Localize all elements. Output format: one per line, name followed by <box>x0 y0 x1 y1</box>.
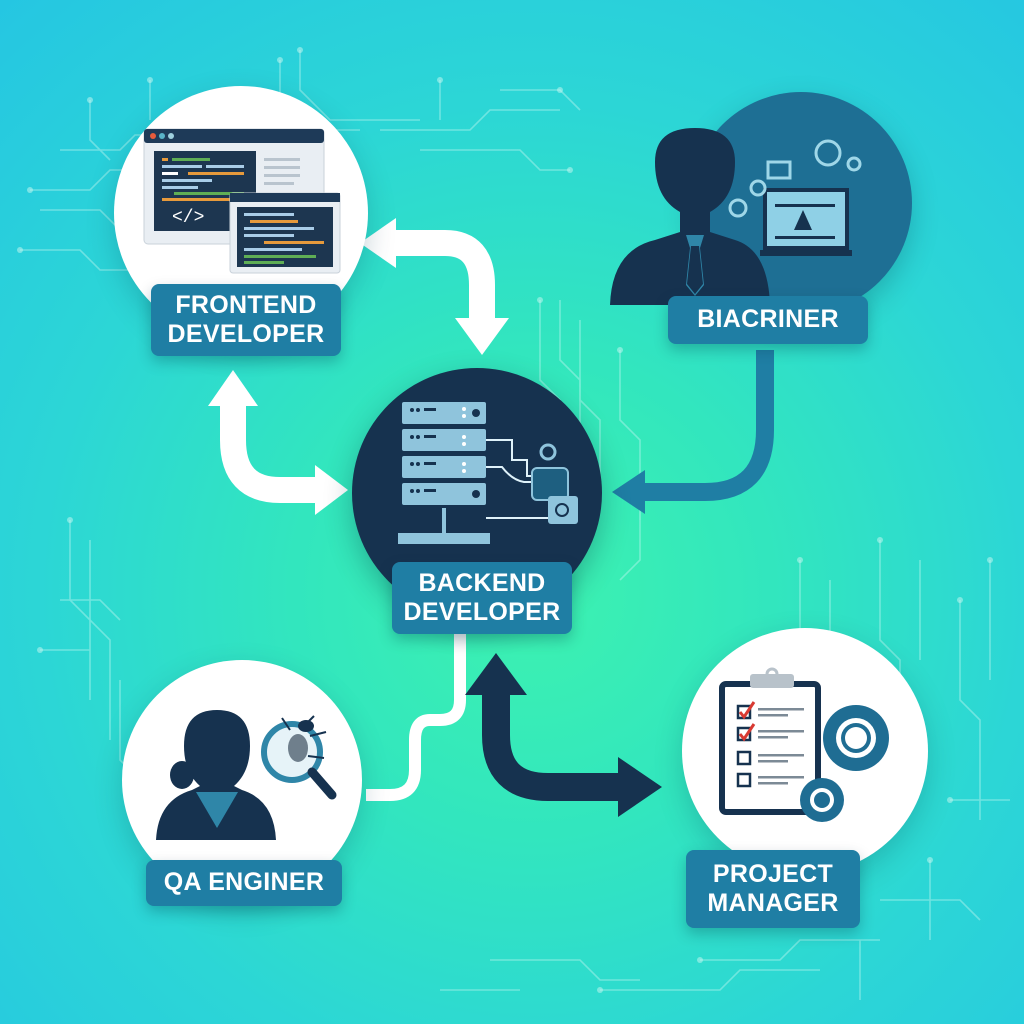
qa-engineer-label[interactable]: QA ENGINER <box>146 860 342 906</box>
woman-bug-magnifier-icon <box>156 710 337 840</box>
arrow-frontend-backend-upper <box>360 218 509 355</box>
designer-label[interactable]: BIACRINER <box>668 296 868 344</box>
frontend-label-line1: FRONTEND <box>175 290 317 319</box>
businessman-computer-icon <box>610 128 862 305</box>
pm-label-line2: MANAGER <box>707 889 839 917</box>
project-manager-label[interactable]: PROJECT MANAGER <box>686 850 860 928</box>
backend-label-line1: BACKEND <box>418 568 546 597</box>
arrow-backend-pm <box>465 653 662 817</box>
svg-text:</>: </> <box>172 208 204 228</box>
pm-node-circle <box>682 628 928 874</box>
frontend-label-line2: DEVELOPER <box>167 320 325 348</box>
designer-label-line1: BIACRINER <box>697 305 839 334</box>
server-rack-icon <box>398 402 578 544</box>
backend-label-line2: DEVELOPER <box>403 598 561 626</box>
line-backend-qa <box>366 630 466 801</box>
code-windows-icon: </> <box>143 128 341 274</box>
qa-label-line1: QA ENGINER <box>163 868 325 897</box>
pm-label-line1: PROJECT <box>712 859 834 888</box>
arrow-designer-backend <box>612 350 774 514</box>
clipboard-gears-icon <box>719 667 889 822</box>
frontend-developer-label[interactable]: FRONTEND DEVELOPER <box>151 284 341 356</box>
arrow-frontend-backend-lower <box>208 370 348 515</box>
backend-developer-label[interactable]: BACKEND DEVELOPER <box>392 562 572 634</box>
